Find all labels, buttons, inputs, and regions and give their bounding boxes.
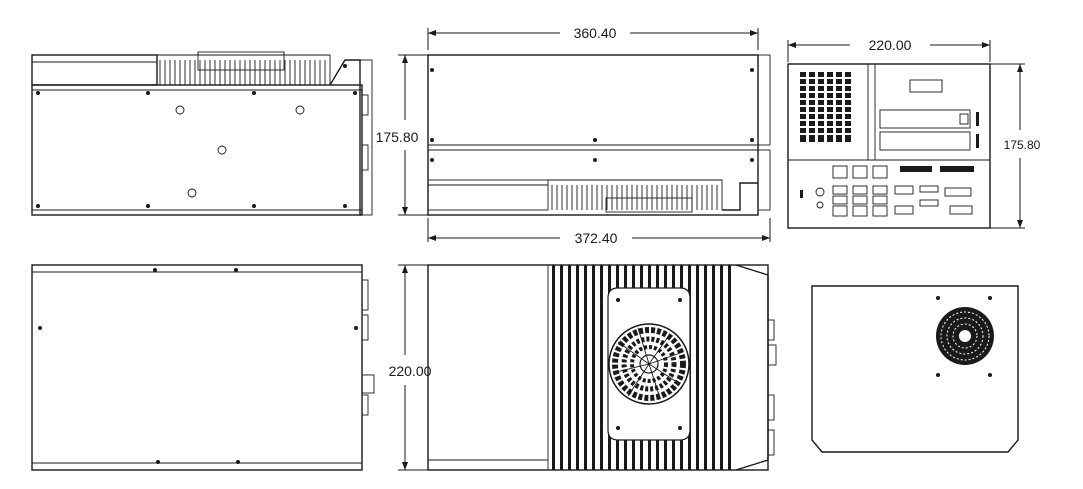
front-io-view: 220.00 175.80 (787, 37, 1041, 229)
dim-front-width: 220.00 (869, 37, 912, 53)
dim-front-height: 175.80 (1004, 138, 1041, 152)
vent-grille (798, 72, 854, 142)
back-panel-view (811, 285, 1019, 453)
fan-icon (608, 323, 690, 405)
side-view-bottom (31, 264, 375, 471)
top-view: 360.40 175.80 (376, 25, 771, 246)
side-view-left (31, 51, 373, 216)
dim-top-width: 360.40 (574, 25, 617, 41)
fan-grille-icon (936, 307, 994, 365)
dim-depth: 220.00 (389, 363, 432, 379)
fan-view: 220.00 (389, 264, 777, 471)
heatsink-fins-bottom (548, 179, 723, 213)
heatsink-fins-top (156, 51, 331, 85)
dim-bottom-width: 372.40 (575, 230, 618, 246)
dim-side-height: 175.80 (376, 129, 419, 145)
